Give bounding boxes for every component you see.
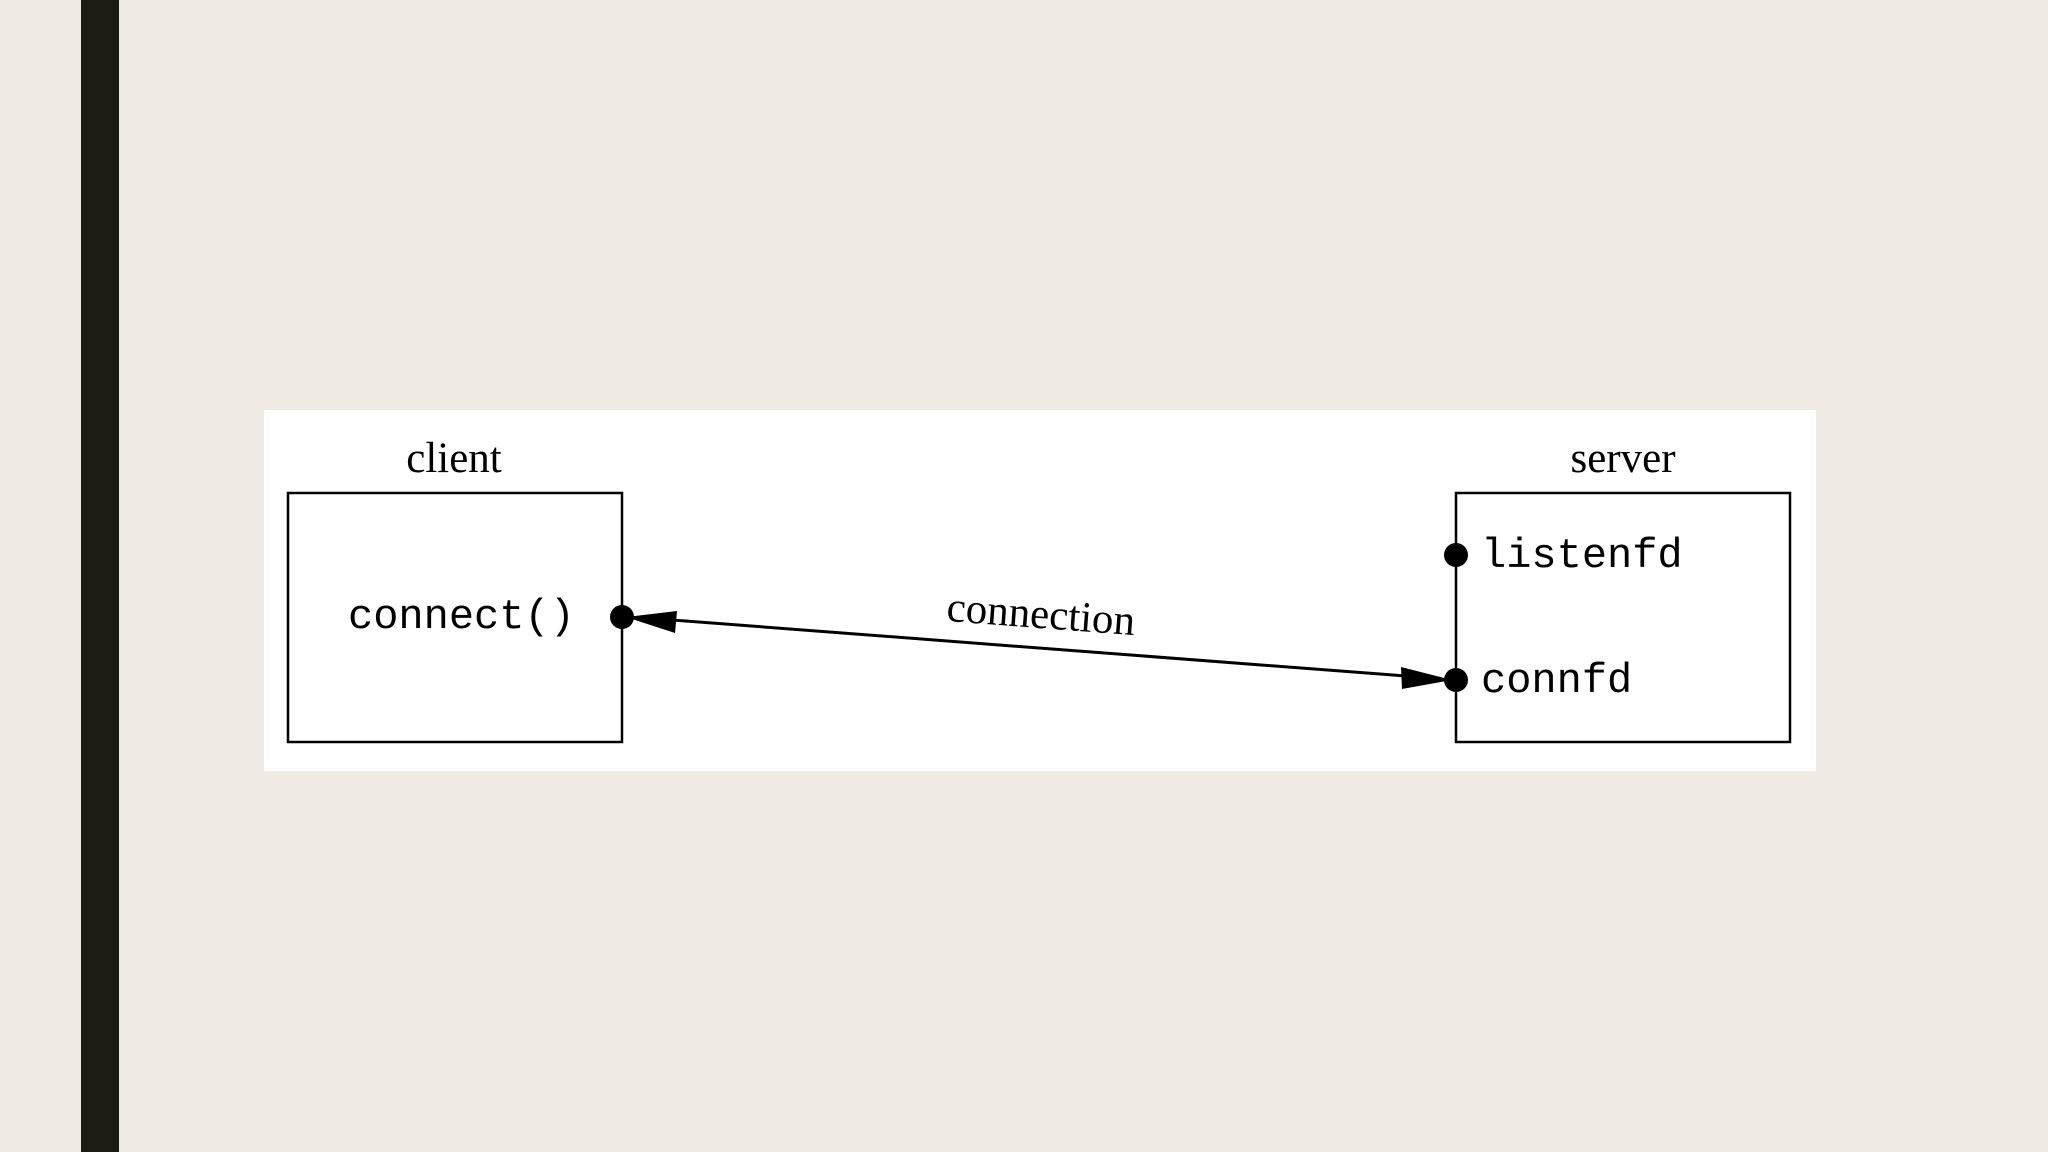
- server-listenfd-port: [1444, 543, 1468, 567]
- server-connfd-port: [1444, 668, 1468, 692]
- left-accent-bar: [81, 0, 119, 1152]
- connection-line: [645, 616, 1433, 680]
- connection-label: connection: [945, 584, 1137, 645]
- client-node: client connect(): [286, 435, 634, 744]
- server-listenfd-label: listenfd: [1481, 532, 1683, 580]
- client-connect-label: connect(): [348, 593, 575, 641]
- server-node: server listenfd connfd: [1444, 435, 1792, 744]
- server-box: [1454, 491, 1792, 744]
- connection-arrowhead-right: [1401, 667, 1452, 689]
- connection-edge: connection: [626, 584, 1452, 689]
- server-title: server: [1570, 435, 1675, 482]
- client-connect-port: [610, 605, 634, 629]
- diagram-svg: client connect() server listenfd connfd …: [286, 435, 1792, 744]
- client-title: client: [406, 435, 502, 482]
- connection-arrowhead-left: [626, 611, 677, 633]
- diagram-figure: client connect() server listenfd connfd …: [264, 410, 1816, 771]
- server-connfd-label: connfd: [1481, 657, 1632, 705]
